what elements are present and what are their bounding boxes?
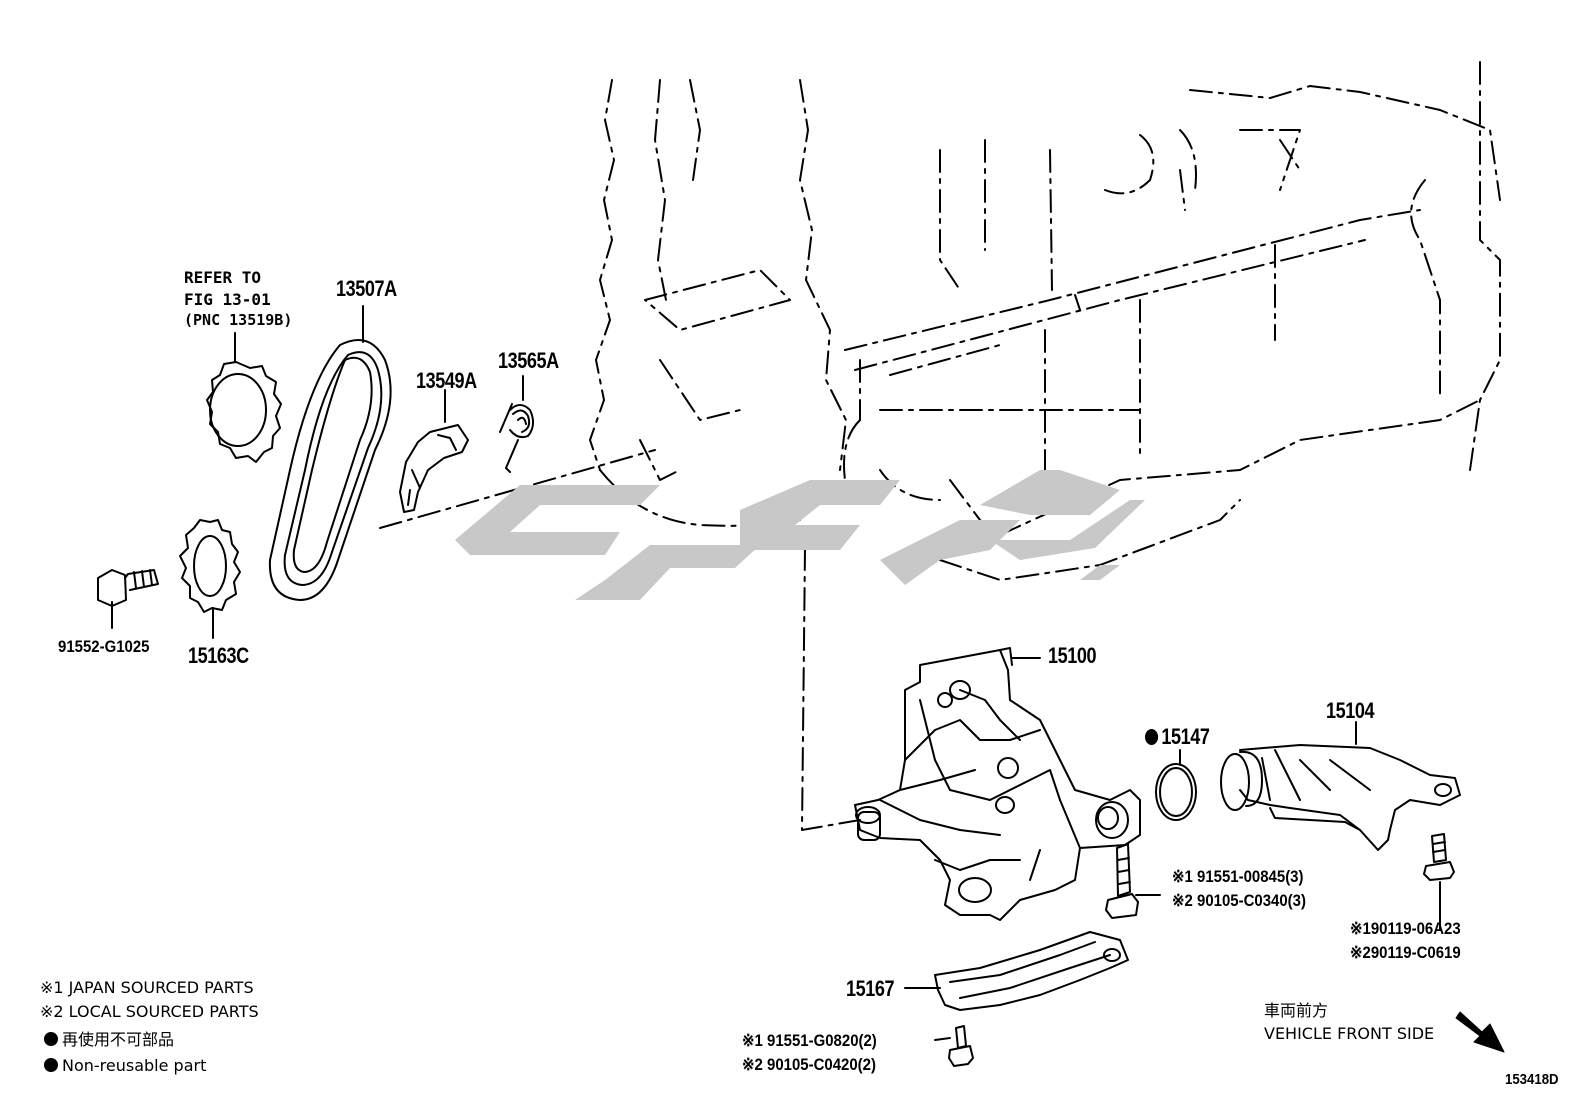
o-ring xyxy=(1155,749,1197,821)
part-13565a: 13565A xyxy=(498,348,559,373)
part-15104: 15104 xyxy=(1326,698,1375,723)
oil-strainer xyxy=(1220,721,1461,851)
part-15100: 15100 xyxy=(1048,643,1097,668)
nonreusable-dot-icon xyxy=(44,1058,58,1072)
refer-line-3: (PNC 13519B) xyxy=(184,311,293,329)
strainer-bolt-number-jp: ※190119-06A23 xyxy=(1350,919,1461,938)
legend-japan-sourced: ※1 JAPAN SOURCED PARTS xyxy=(40,978,254,997)
legend-nonreusable-en-text: Non-reusable part xyxy=(62,1056,207,1075)
legend-nonreusable-jp: 再使用不可部品 xyxy=(44,1032,174,1048)
oil-pump-assembly xyxy=(854,647,1141,921)
sprocket-bolt xyxy=(97,569,159,629)
vehicle-front-arrow-icon xyxy=(1455,1011,1505,1053)
refer-line-1: REFER TO xyxy=(184,268,262,287)
baffle-bolt-number-jp: ※1 91551-G0820(2) xyxy=(742,1031,877,1050)
legend-nonreusable-en: Non-reusable part xyxy=(44,1058,206,1074)
part-13549a: 13549A xyxy=(416,368,477,393)
oil-pump-drive-sprocket xyxy=(179,519,241,639)
vehicle-front-jp: 車両前方 xyxy=(1264,1001,1329,1020)
vehicle-front-en: VEHICLE FRONT SIDE xyxy=(1264,1024,1435,1043)
part-15163c: 15163C xyxy=(188,643,249,668)
watermark-logo xyxy=(455,470,1145,600)
refer-line-2: FIG 13-01 xyxy=(184,290,271,309)
timing-chain xyxy=(268,305,392,601)
part-15167: 15167 xyxy=(846,976,895,1001)
pump-bolt-number-jp: ※1 91551-00845(3) xyxy=(1172,867,1304,886)
part-13507a: 13507A xyxy=(336,276,397,301)
part-15147: 15147 xyxy=(1145,726,1210,748)
oil-baffle-plate xyxy=(904,931,1129,1011)
nonreusable-dot-icon xyxy=(1145,729,1159,745)
strainer-bolt-number-local: ※290119-C0619 xyxy=(1350,943,1461,962)
part-15147-text: 15147 xyxy=(1161,724,1210,749)
pump-bolt-number-local: ※2 90105-C0340(3) xyxy=(1172,891,1306,910)
figure-id: 153418D xyxy=(1505,1071,1559,1088)
crank-sprocket-reference xyxy=(206,332,282,463)
tensioner-spring xyxy=(499,375,534,473)
legend-nonreusable-jp-text: 再使用不可部品 xyxy=(62,1030,175,1049)
baffle-bolt-number-local: ※2 90105-C0420(2) xyxy=(742,1055,876,1074)
part-91552-g1025: 91552-G1025 xyxy=(58,637,150,656)
legend-local-sourced: ※2 LOCAL SOURCED PARTS xyxy=(40,1002,259,1021)
baffle-bolt xyxy=(934,1025,974,1067)
tensioner-slipper xyxy=(399,389,469,513)
pump-mounting-bolt xyxy=(1105,843,1161,919)
strainer-bolt xyxy=(1423,833,1455,931)
nonreusable-dot-icon xyxy=(44,1032,58,1046)
